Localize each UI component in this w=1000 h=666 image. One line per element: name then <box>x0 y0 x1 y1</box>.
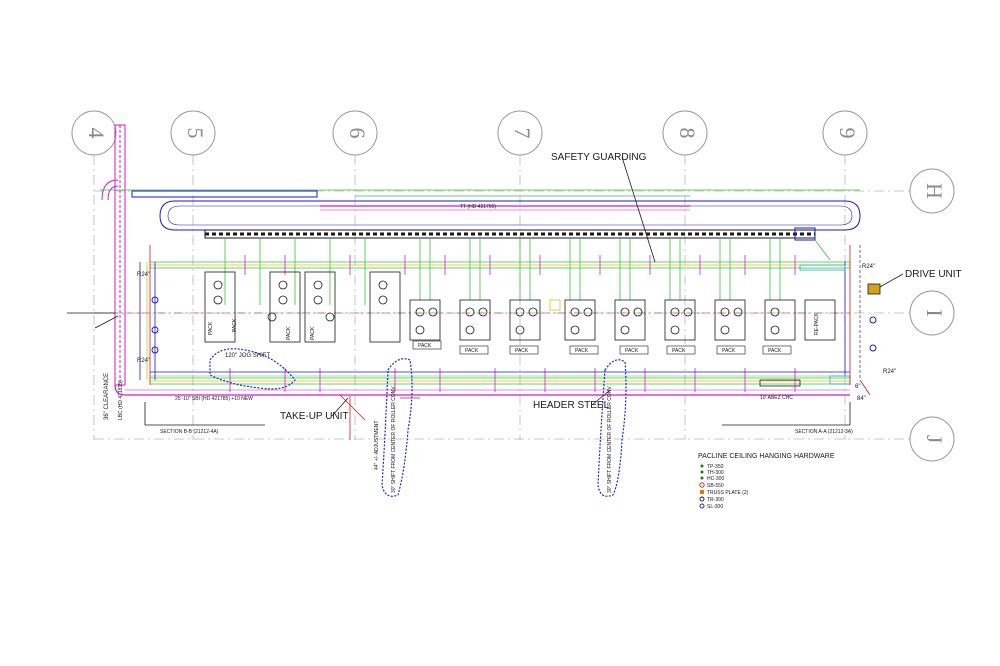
station-label: PACK <box>465 348 479 354</box>
legend-item: TR-300 <box>707 497 724 503</box>
drive-unit-leader <box>877 273 904 289</box>
revision-cloud-jog <box>209 348 296 390</box>
header-steel-callout: HEADER STEEL <box>533 400 610 411</box>
yellow-marker <box>549 299 561 311</box>
section-a-marker <box>722 402 851 426</box>
station-label: PACK <box>515 348 529 354</box>
grid-col-4: 4 <box>84 128 109 139</box>
section-a-label: SECTION A-A (21212-3A) <box>795 429 853 435</box>
legend-item: TRUSS PLATE (2) <box>707 490 749 496</box>
right-station-blocks <box>409 299 836 341</box>
left-station-blocks <box>204 271 401 343</box>
station-label: PACK <box>286 326 292 340</box>
adjustment-note: 44" +/- ADJUSTMENT <box>374 421 380 470</box>
revision-cloud-shift-2 <box>597 359 627 497</box>
take-up-unit-callout: TAKE-UP UNIT <box>280 411 349 422</box>
jog-shift-callout: 120" JOG SHIFT <box>225 353 270 359</box>
dimension-84: 84" <box>857 396 866 402</box>
abez-label: 10' ABEZ CHC <box>760 395 793 401</box>
grid-col-5: 5 <box>183 128 208 139</box>
yellow-rail <box>150 264 850 382</box>
top-conveyor-label: TT (HD 421790) <box>460 204 496 210</box>
station-label: RE-PACK <box>814 312 820 335</box>
safety-guarding-callout: SAFETY GUARDING <box>551 152 647 163</box>
top-return-conveyor <box>100 189 861 231</box>
radius-label: R24" <box>137 358 150 364</box>
legend-title: PACLINE CEILING HANGING HARDWARE <box>698 453 835 460</box>
left-vertical-conveyor <box>101 124 126 386</box>
hanger-stubs <box>229 255 796 392</box>
radius-label: R24" <box>862 264 875 270</box>
grid-col-7: 7 <box>510 128 535 139</box>
bottom-conveyor <box>114 371 851 396</box>
station-label: PACK <box>768 348 782 354</box>
clearance-callout: 36" CLEARANCE <box>104 373 110 420</box>
safety-guarding-frame <box>150 238 850 385</box>
legend-item: HC-300 <box>707 476 724 482</box>
grid-column-bubbles <box>71 110 868 156</box>
legend-item: SL-300 <box>707 504 723 510</box>
drive-end-box <box>794 227 816 241</box>
shift-note-2: 30" SHIFT FROM CENTER OF ROLLER CONV. <box>607 385 613 493</box>
red-steel <box>149 245 871 440</box>
station-label: PACK <box>722 348 736 354</box>
right-end-rail <box>799 245 861 380</box>
legend-item: SB-550 <box>707 483 724 489</box>
left-end-rail <box>139 262 156 380</box>
left-conveyor-label: LBC (HD 421815) <box>118 380 124 420</box>
grid-row-i: I <box>922 309 947 316</box>
section-b-marker <box>144 402 265 426</box>
left-reference-arrow <box>94 315 119 329</box>
grid-col-8: 8 <box>675 128 700 139</box>
station-label: PACK <box>625 348 639 354</box>
shift-note-1: 30" SHIFT FROM CENTER OF ROLLER CONV. <box>391 385 397 493</box>
radius-label: R24" <box>137 272 150 278</box>
operator-markers <box>213 280 780 335</box>
station-label: PACK <box>310 326 316 340</box>
left-end-hangers <box>151 296 159 354</box>
station-label: PACK <box>232 318 238 332</box>
legend-item: TH-300 <box>707 470 724 476</box>
drive-unit-callout: DRIVE UNIT <box>905 269 962 280</box>
pack-labels: PACK PACK PACK PACK PACK PACK PACK PACK … <box>208 312 820 354</box>
grid-col-6: 6 <box>345 128 370 139</box>
header-steel-leader <box>591 389 611 406</box>
dimension-6: 6" <box>855 384 860 390</box>
take-up-unit-leader <box>331 397 349 417</box>
station-label: PACK <box>208 321 214 335</box>
main-chain-conveyor <box>204 229 816 239</box>
grid-row-bubbles <box>909 168 955 462</box>
right-end-hangers <box>869 316 877 352</box>
grid-row-h: H <box>922 183 947 199</box>
radius-label: R24" <box>883 369 896 375</box>
revision-cloud-shift-1 <box>381 358 413 497</box>
section-b-label: SECTION B-B (21212-4A) <box>160 429 219 435</box>
safety-guarding-leader <box>621 156 656 263</box>
grid-col-9: 9 <box>835 128 860 139</box>
station-label: PACK <box>672 348 686 354</box>
station-label: PACK <box>418 343 432 349</box>
pack-label-boxes <box>412 340 792 355</box>
sbi-label: 25'-10" SBI (HD 421785) +10 NEW <box>175 396 253 402</box>
station-label: PACK <box>575 348 589 354</box>
legend-markers <box>699 464 705 509</box>
grid-row-j: J <box>922 435 947 444</box>
legend-item: TP-350 <box>707 464 724 470</box>
drive-unit-box <box>867 283 881 295</box>
